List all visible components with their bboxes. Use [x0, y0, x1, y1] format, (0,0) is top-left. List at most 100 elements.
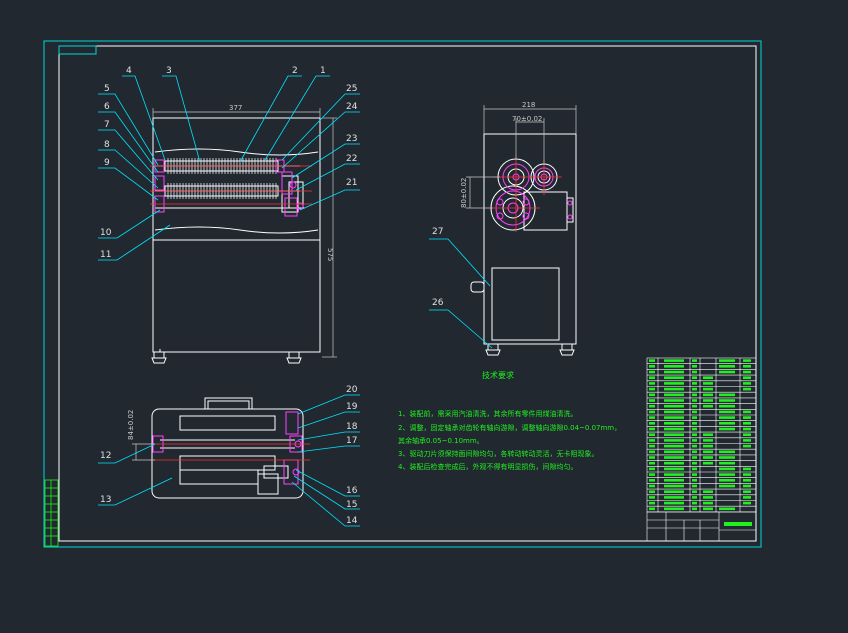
table-cell-text-mark [692, 479, 697, 482]
table-cell-text-mark [703, 461, 713, 465]
table-cell-text-mark [719, 422, 735, 425]
table-cell-text-mark [743, 370, 751, 374]
table-cell-text-mark [719, 427, 735, 431]
table-cell-text-mark [703, 444, 713, 448]
callout-16: 16 [346, 486, 358, 496]
table-cell-text-mark [649, 444, 655, 448]
table-cell-text-mark [703, 501, 713, 505]
table-cell-text-mark [703, 450, 713, 454]
margin-strip [44, 479, 59, 547]
table-cell-text-mark [703, 433, 713, 436]
table-cell-text-mark [649, 439, 655, 442]
callout-10: 10 [100, 228, 112, 238]
table-cell-text-mark [692, 496, 697, 499]
table-cell-text-mark [649, 359, 655, 362]
callout-8: 8 [104, 140, 110, 150]
table-cell-text-mark [692, 376, 697, 379]
notes-line-1: 1、装配前，需采用汽油清洗，其余所有零件用煤油清洗。 [398, 409, 577, 418]
table-cell-text-mark [692, 467, 697, 471]
table-cell-text-mark [649, 365, 655, 368]
table-cell-text-mark [692, 382, 697, 385]
callout-1: 1 [320, 66, 326, 76]
table-cell-text-mark [743, 444, 751, 448]
top-centerlines [150, 443, 310, 461]
side-view [470, 133, 577, 356]
callout-7: 7 [104, 120, 110, 130]
table-cell-text-mark [664, 439, 684, 442]
table-cell-text-mark [649, 507, 655, 511]
technical-notes: 技术要求 1、装配前，需采用汽油清洗，其余所有零件用煤油清洗。 2、调整，固定轴… [398, 370, 621, 471]
table-cell-text-mark [692, 399, 697, 402]
table-cell-text-mark [743, 433, 751, 436]
table-cell-text-mark [743, 365, 751, 368]
table-cell-text-mark [743, 479, 751, 482]
table-cell-text-mark [719, 484, 735, 488]
table-cell-text-mark [664, 473, 684, 476]
callout-14: 14 [346, 516, 358, 526]
callout-18: 18 [346, 422, 358, 432]
table-cell-text-mark [692, 422, 697, 425]
front-bearings [154, 159, 304, 217]
table-cell-text-mark [719, 450, 735, 454]
callout-26: 26 [432, 298, 444, 308]
callout-11: 11 [100, 250, 111, 260]
table-cell-text-mark [664, 496, 684, 499]
table-cell-text-mark [664, 501, 684, 505]
roll-teeth [167, 158, 277, 199]
front-dimensions [152, 108, 337, 358]
table-cell-text-mark [703, 399, 713, 402]
table-cell-text-mark [703, 439, 713, 442]
table-cell-text-mark [649, 370, 655, 374]
table-cell-text-mark [649, 427, 655, 431]
table-cell-text-mark [649, 410, 655, 414]
callout-6: 6 [104, 102, 110, 112]
table-cell-text-mark [664, 404, 684, 408]
table-cell-text-mark [649, 501, 655, 505]
table-cell-text-mark [743, 467, 751, 471]
outer-border [43, 40, 762, 548]
table-cell-text-mark [719, 359, 735, 362]
table-cell-text-mark [743, 484, 751, 488]
notes-line-2: 2、调整，固定轴承对齿轮有轴向游隙，调整轴向游隙0.04~0.07mm， [398, 423, 621, 432]
table-cell-text-mark [649, 422, 655, 425]
callout-19: 19 [346, 402, 358, 412]
table-cell-text-mark [743, 501, 751, 505]
table-cell-text-mark [692, 387, 697, 391]
table-cell-text-mark [664, 410, 684, 414]
table-cell-text-mark [692, 427, 697, 431]
table-cell-text-mark [692, 456, 697, 459]
table-cell-text-mark [703, 393, 713, 397]
table-cell-text-mark [649, 416, 655, 419]
front-height-dim: 575 [326, 248, 334, 261]
callout-24: 24 [346, 102, 358, 112]
table-cell-text-mark [649, 456, 655, 459]
table-cell-text-mark [703, 387, 713, 391]
table-cell-text-mark [649, 496, 655, 499]
table-cell-text-mark [692, 439, 697, 442]
top-view [151, 397, 304, 499]
notes-title: 技术要求 [482, 370, 514, 380]
table-cell-text-mark [719, 399, 735, 402]
table-cell-text-mark [649, 490, 655, 493]
table-cell-text-mark [664, 359, 684, 362]
drawing-frame [43, 40, 762, 548]
table-cell-text-mark [664, 370, 684, 374]
table-cell-text-mark [649, 450, 655, 454]
title-block-name [724, 522, 752, 526]
table-cell-text-mark [703, 456, 713, 459]
table-cell-text-mark [703, 490, 713, 493]
table-cell-text-mark [692, 507, 697, 511]
table-cell-text-mark [649, 479, 655, 482]
callout-17: 17 [346, 436, 357, 446]
table-cell-text-mark [649, 404, 655, 408]
table-cell-text-mark [664, 479, 684, 482]
table-cell-text-mark [719, 467, 735, 471]
table-cell-text-mark [692, 501, 697, 505]
table-cell-text-mark [692, 410, 697, 414]
table-cell-text-mark [703, 376, 713, 379]
front-view [151, 117, 321, 364]
front-centerlines [150, 165, 312, 205]
table-cell-text-mark [692, 393, 697, 397]
table-cell-text-mark [649, 393, 655, 397]
table-cell-text-mark [743, 387, 751, 391]
